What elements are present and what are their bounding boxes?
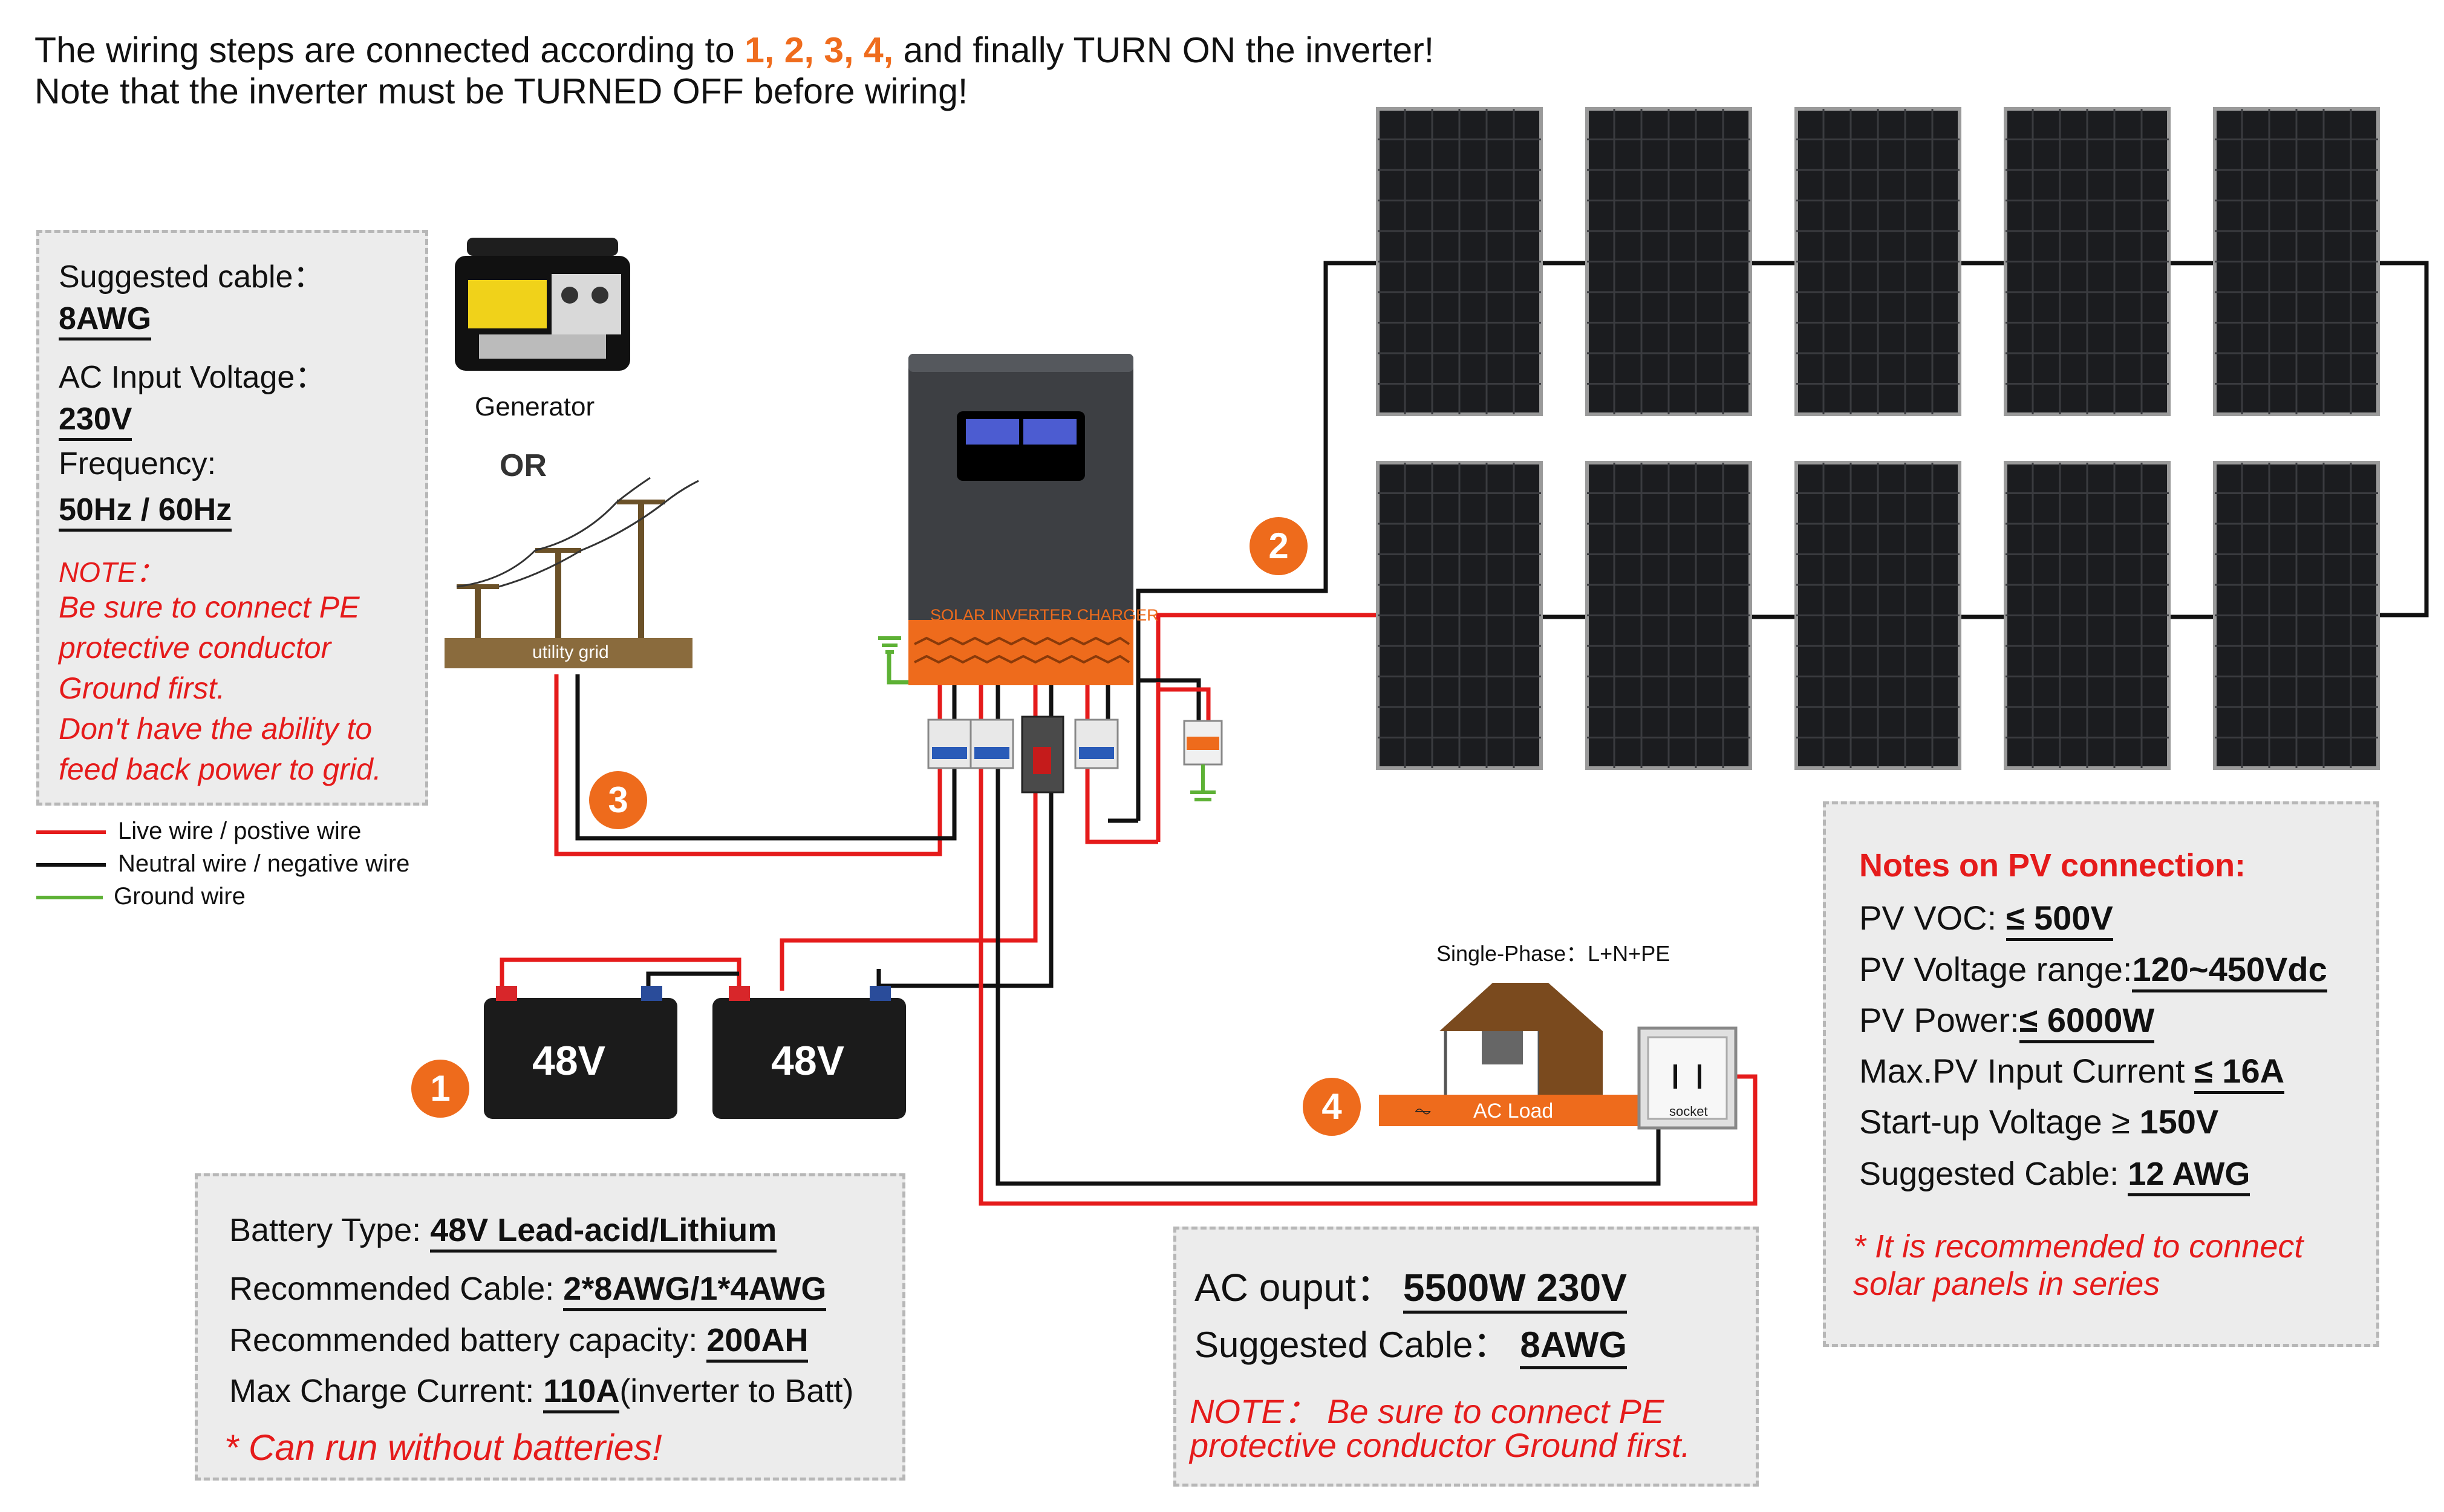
- single-phase-label: Single-Phase：L+N+PE: [1436, 941, 1670, 966]
- step-4-badge: 4: [1303, 1078, 1361, 1136]
- solar-panel: [1794, 107, 1961, 416]
- generator-image: [455, 238, 630, 371]
- solar-panel: [1585, 461, 1752, 770]
- header-line-1: The wiring steps are connected according…: [34, 30, 1434, 70]
- ac-output-info-box: AC ouput：5500W 230V Suggested Cable：8AWG…: [1173, 1227, 1759, 1487]
- battery-type-value: 48V Lead-acid/Lithium: [430, 1212, 777, 1253]
- frequency-label: Frequency:: [59, 446, 217, 481]
- legend-neutral: Neutral wire / negative wire: [36, 850, 409, 878]
- grid-live-wire: [554, 674, 942, 856]
- step-1-badge: 1: [411, 1060, 469, 1118]
- frequency-value: 50Hz / 60Hz: [59, 492, 232, 532]
- ac-voltage-label: AC Input Voltage：: [59, 360, 327, 395]
- step-3-badge: 3: [589, 771, 647, 829]
- battery-capacity-value: 200AH: [706, 1322, 809, 1363]
- ac-output-live-wire: [979, 757, 1758, 1206]
- pv-cable-value: 12 AWG: [2128, 1156, 2250, 1196]
- battery-1: [484, 986, 677, 1119]
- ac-output-note-line-2: protective conductor Ground first.: [1190, 1426, 1690, 1464]
- ground-wire: [887, 652, 910, 685]
- pv-range-value: 120~450Vdc: [2132, 950, 2327, 992]
- ac-cable-label: Suggested cable：: [59, 259, 325, 295]
- ac-note-title: NOTE：: [59, 556, 164, 588]
- pv-note-line-2: solar panels in series: [1853, 1266, 2160, 1302]
- ground-symbol: [878, 636, 901, 654]
- legend-ground: Ground wire: [36, 883, 246, 910]
- step-2-badge: 2: [1250, 517, 1308, 575]
- header-text-end: and finally TURN ON the inverter!: [893, 30, 1435, 70]
- ac-load-bar: [1379, 1095, 1639, 1126]
- pv-voc-value: ≤ 500V: [2006, 899, 2113, 941]
- house-image: [1439, 983, 1603, 1103]
- battery-2-label: 48V: [771, 1038, 844, 1084]
- inverter-lcd: [966, 419, 1019, 445]
- battery-info-box: Battery Type: 48V Lead-acid/Lithium Reco…: [195, 1173, 905, 1481]
- charge-current-value: 110A: [543, 1373, 620, 1413]
- ac-note-line: Ground first.: [59, 671, 226, 705]
- battery-series-red: [500, 957, 741, 994]
- pv-power-value: ≤ 6000W: [2019, 1001, 2155, 1043]
- battery-breaker: [1021, 715, 1064, 793]
- solar-panel: [2213, 461, 2380, 770]
- pv-current-value: ≤ 16A: [2194, 1052, 2285, 1094]
- solar-panel: [2004, 461, 2171, 770]
- neutral-swatch: [36, 863, 106, 867]
- utility-grid-image: [445, 477, 699, 668]
- inverter-orange-base: [908, 620, 1133, 685]
- ac-symbol-icon: ⏦: [1414, 1098, 1432, 1123]
- utility-grid-label: utility grid: [532, 642, 609, 662]
- solar-panel: [2213, 107, 2380, 416]
- pv-breaker: [1074, 719, 1119, 769]
- legend-live: Live wire / postive wire: [36, 818, 361, 845]
- ac-voltage-value: 230V: [59, 402, 132, 441]
- grid-neutral-wire: [575, 674, 957, 841]
- pv-note-line-1: * It is recommended to connect: [1853, 1228, 2304, 1265]
- pv-positive-wire: [1156, 613, 1378, 842]
- ac-note-line: Don't have the ability to: [59, 712, 373, 746]
- ac-load-label: AC Load: [1473, 1100, 1554, 1123]
- ac-input-info-box: Suggested cable： 8AWG AC Input Voltage： …: [36, 230, 428, 806]
- battery-1-label: 48V: [532, 1038, 605, 1084]
- header-line-2: Note that the inverter must be TURNED OF…: [34, 71, 968, 111]
- pv-box-title: Notes on PV connection:: [1859, 847, 2246, 884]
- pv-positive-to-breaker: [1085, 757, 1158, 844]
- surge-protector: [1183, 720, 1223, 801]
- inverter-label: SOLAR INVERTER CHARGER: [930, 606, 1159, 624]
- generator-label: Generator: [475, 392, 595, 422]
- wires: [500, 261, 2429, 1206]
- battery-cable-value: 2*8AWG/1*4AWG: [563, 1271, 827, 1311]
- ac-output-value: 5500W 230V: [1403, 1266, 1627, 1314]
- battery-note: * Can run without batteries!: [224, 1427, 662, 1468]
- header-steps: 1, 2, 3, 4,: [745, 30, 894, 70]
- ac-input-breaker: [927, 719, 1014, 769]
- solar-panel: [1376, 461, 1543, 770]
- ac-cable-value: 8AWG: [59, 301, 152, 341]
- battery-negative-wire: [876, 784, 1054, 988]
- ac-note-line: protective conductor: [59, 631, 331, 665]
- battery-positive-wire: [780, 784, 1038, 991]
- inverter: [908, 354, 1133, 685]
- header-text: The wiring steps are connected according…: [34, 30, 745, 70]
- ac-output-cable-value: 8AWG: [1520, 1325, 1628, 1369]
- pv-info-box: Notes on PV connection: PV VOC: ≤ 500V P…: [1823, 801, 2379, 1347]
- socket-label: socket: [1669, 1104, 1708, 1119]
- pv-startup-value: 150V: [2139, 1103, 2219, 1141]
- solar-panel: [1376, 107, 1543, 416]
- pv-loop-right-wire: [2378, 261, 2429, 618]
- ground-swatch: [36, 896, 103, 900]
- solar-panel: [2004, 107, 2171, 416]
- pv-negative-wire: [1136, 261, 1378, 821]
- solar-panel-array: [1376, 107, 2380, 770]
- solar-panel: [1794, 461, 1961, 770]
- ac-note-line: Be sure to connect PE: [59, 590, 360, 624]
- live-swatch: [36, 830, 106, 835]
- battery-2: [712, 986, 906, 1119]
- solar-panel: [1585, 107, 1752, 416]
- ac-output-note-line-1: NOTE： Be sure to connect PE: [1190, 1392, 1664, 1430]
- or-label: OR: [500, 448, 547, 483]
- socket-image: [1637, 1026, 1738, 1130]
- ac-note-line: feed back power to grid.: [59, 752, 382, 786]
